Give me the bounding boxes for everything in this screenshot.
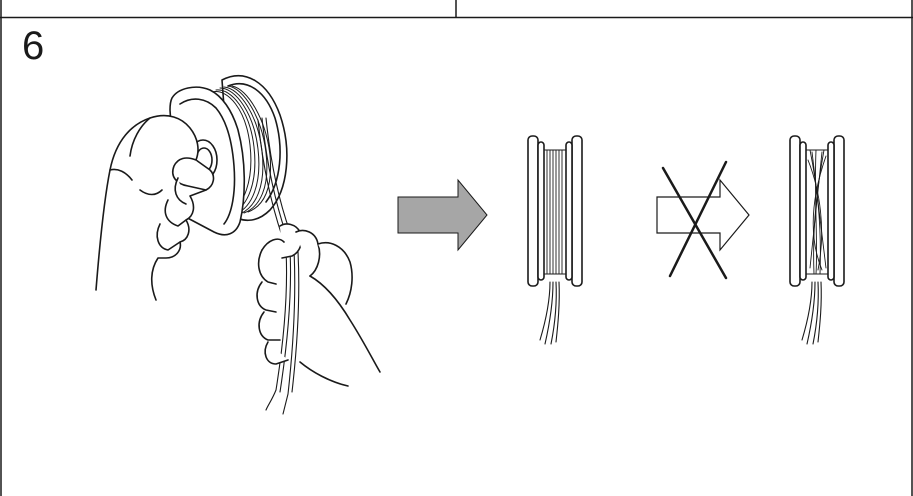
- spool-cross-winding: [790, 136, 844, 344]
- hands-winding-spool-illustration: [96, 76, 380, 414]
- spool-neat-winding: [528, 136, 582, 344]
- crossed-windings: [806, 150, 828, 274]
- right-hand: [257, 224, 380, 386]
- correct-arrow: [398, 180, 487, 250]
- neat-trailing-strands: [540, 282, 559, 344]
- step-number: 6: [22, 26, 44, 66]
- cross-trailing-strands: [802, 282, 821, 344]
- neat-windings: [544, 150, 566, 274]
